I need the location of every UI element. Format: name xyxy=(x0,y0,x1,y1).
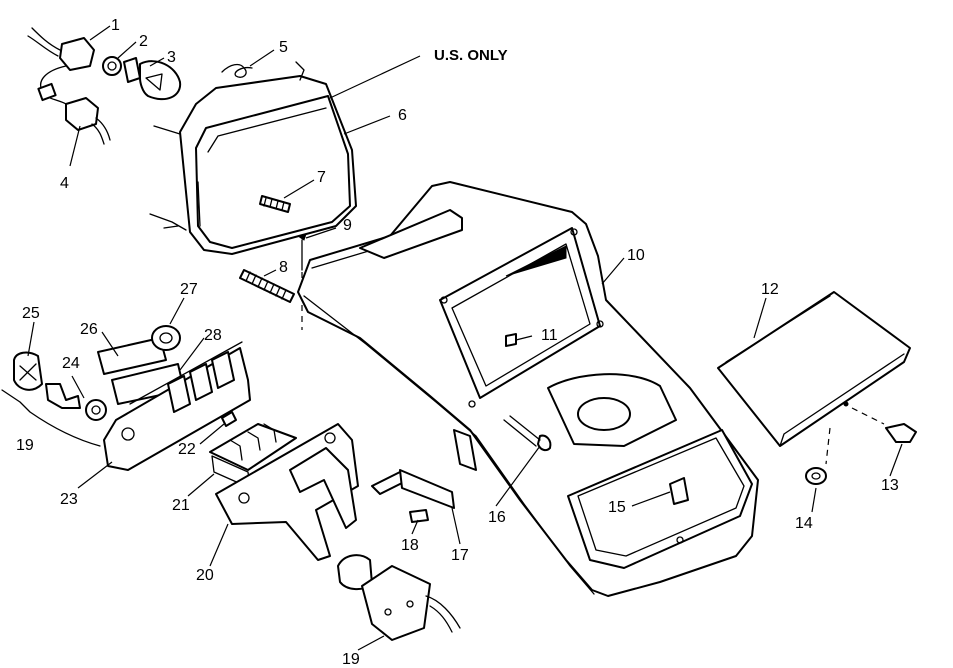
callout-21: 21 xyxy=(172,497,190,514)
socket-19 xyxy=(361,565,431,641)
latch xyxy=(669,477,689,505)
screw-head xyxy=(296,233,307,241)
callout-27: 27 xyxy=(180,281,198,298)
gauge-hole xyxy=(577,397,631,431)
cover-plate xyxy=(717,291,917,485)
wire-connector xyxy=(65,97,99,131)
callout-9: 9 xyxy=(343,217,352,234)
hood-console xyxy=(297,181,759,597)
headlight-bulb xyxy=(139,60,182,101)
callout-6: 6 xyxy=(398,107,407,124)
leader-lines xyxy=(27,25,903,651)
switch-body-17 xyxy=(399,469,455,509)
headlight-assembly xyxy=(149,61,357,255)
hood-vent xyxy=(359,209,463,259)
callout-19-bottom: 19 xyxy=(342,651,360,668)
callout-11: 11 xyxy=(541,327,558,344)
screw-18 xyxy=(409,509,429,523)
grommet-24 xyxy=(85,399,107,421)
bulb-socket xyxy=(59,37,95,71)
callout-25: 25 xyxy=(22,305,40,322)
callout-8: 8 xyxy=(279,259,288,276)
bulb-base xyxy=(123,57,141,83)
callout-18: 18 xyxy=(401,537,419,554)
callout-24: 24 xyxy=(62,355,80,372)
callout-14: 14 xyxy=(795,515,813,532)
callout-28: 28 xyxy=(204,327,222,344)
screw-16-head xyxy=(537,434,552,452)
headlight-lens xyxy=(195,95,351,249)
callout-4: 4 xyxy=(60,175,69,192)
callout-23: 23 xyxy=(60,491,78,508)
callout-26: 26 xyxy=(80,321,98,338)
callout-19-left: 19 xyxy=(16,437,34,454)
callout-15: 15 xyxy=(608,499,626,516)
callout-5: 5 xyxy=(279,39,288,56)
plug-27 xyxy=(151,325,181,351)
callout-numbers: 1 2 3 4 5 6 7 8 9 10 11 12 13 14 15 16 1… xyxy=(16,17,899,668)
wire-clip xyxy=(37,82,57,102)
callout-17: 17 xyxy=(451,547,469,564)
spring-and-screw xyxy=(239,233,307,330)
callout-7: 7 xyxy=(317,169,326,186)
clip-22 xyxy=(221,411,237,427)
callout-16: 16 xyxy=(488,509,506,526)
fastener-13 xyxy=(885,423,917,443)
callout-12: 12 xyxy=(761,281,779,298)
spring xyxy=(239,269,295,303)
callout-20: 20 xyxy=(196,567,214,584)
callout-22: 22 xyxy=(178,441,196,458)
washer-14 xyxy=(805,467,827,485)
socket-grommet xyxy=(102,56,122,76)
window-shading xyxy=(505,245,567,277)
screw-11 xyxy=(505,333,517,347)
switch-panel-assembly xyxy=(1,325,461,641)
callout-13: 13 xyxy=(881,477,899,494)
headlight-wiring xyxy=(27,27,182,145)
us-only-note: U.S. ONLY xyxy=(434,47,508,64)
callout-10: 10 xyxy=(627,247,645,264)
ignition-key-24 xyxy=(45,383,81,409)
callout-3: 3 xyxy=(167,49,176,66)
plate-12 xyxy=(717,291,911,447)
callout-2: 2 xyxy=(139,33,148,50)
decal-26 xyxy=(97,337,167,375)
glovebox-lid xyxy=(567,429,753,569)
mount-bracket xyxy=(453,429,477,471)
callout-1: 1 xyxy=(111,17,120,34)
display-window xyxy=(439,227,601,399)
